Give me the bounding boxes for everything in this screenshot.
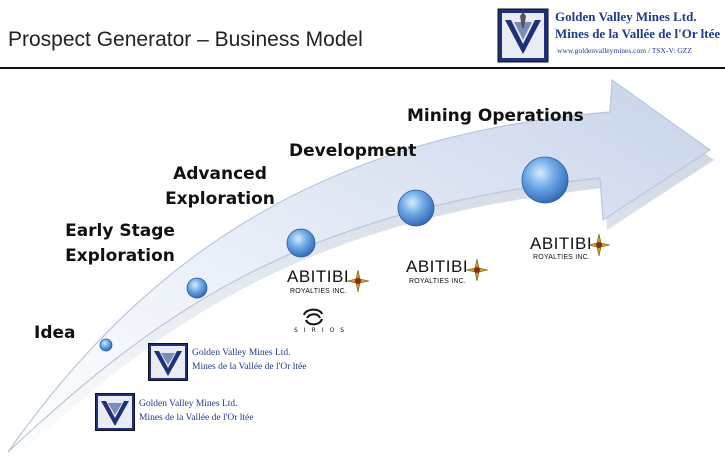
stage-node-mining (521, 156, 569, 204)
partner-abitibi-sub: ROYALTIES INC. (533, 254, 590, 261)
sirios-logo-icon (303, 308, 323, 326)
stage-label-early-exploration: Early Stage Exploration (65, 221, 175, 266)
company-name-french: Mines de la Vallée de l'Or ltée (555, 26, 721, 41)
golden-valley-logo (497, 8, 549, 63)
partner-abitibi-name: ABITIBI (406, 257, 469, 276)
compass-star-icon (347, 270, 369, 292)
golden-valley-small-logo (95, 393, 135, 431)
header-divider (0, 67, 725, 69)
stage-node-early-exploration (186, 277, 208, 299)
partner-abitibi-sub: ROYALTIES INC. (409, 278, 466, 285)
stage-node-development (397, 189, 435, 227)
partner-golden-valley-french: Mines de la Vallée de l'Or ltée (139, 413, 254, 423)
stage-node-advanced-exploration (286, 228, 316, 258)
compass-star-icon (588, 234, 610, 256)
partner-golden-valley-name: Golden Valley Mines Ltd. (192, 348, 291, 358)
golden-valley-small-logo (148, 343, 188, 381)
stage-node-idea (99, 338, 113, 352)
stage-label-idea: Idea (34, 323, 76, 343)
compass-star-icon (466, 259, 488, 281)
partner-golden-valley-name: Golden Valley Mines Ltd. (139, 399, 238, 409)
partner-sirios-name: SIRIOS (294, 327, 351, 334)
company-website: www.goldenvalleymines.com / TSX-V: GZZ (557, 46, 692, 55)
company-name: Golden Valley Mines Ltd. (555, 9, 697, 24)
partner-golden-valley-french: Mines de la Vallée de l'Or ltée (192, 362, 307, 372)
page-title: Prospect Generator – Business Model (8, 28, 363, 51)
stage-label-development: Development (289, 141, 417, 161)
partner-abitibi-sub: ROYALTIES INC. (290, 288, 347, 295)
stage-label-mining: Mining Operations (407, 106, 584, 126)
stage-label-advanced-exploration: Advanced Exploration (165, 164, 275, 209)
partner-abitibi-name: ABITIBI (530, 234, 593, 253)
partner-abitibi-name: ABITIBI (287, 267, 350, 286)
